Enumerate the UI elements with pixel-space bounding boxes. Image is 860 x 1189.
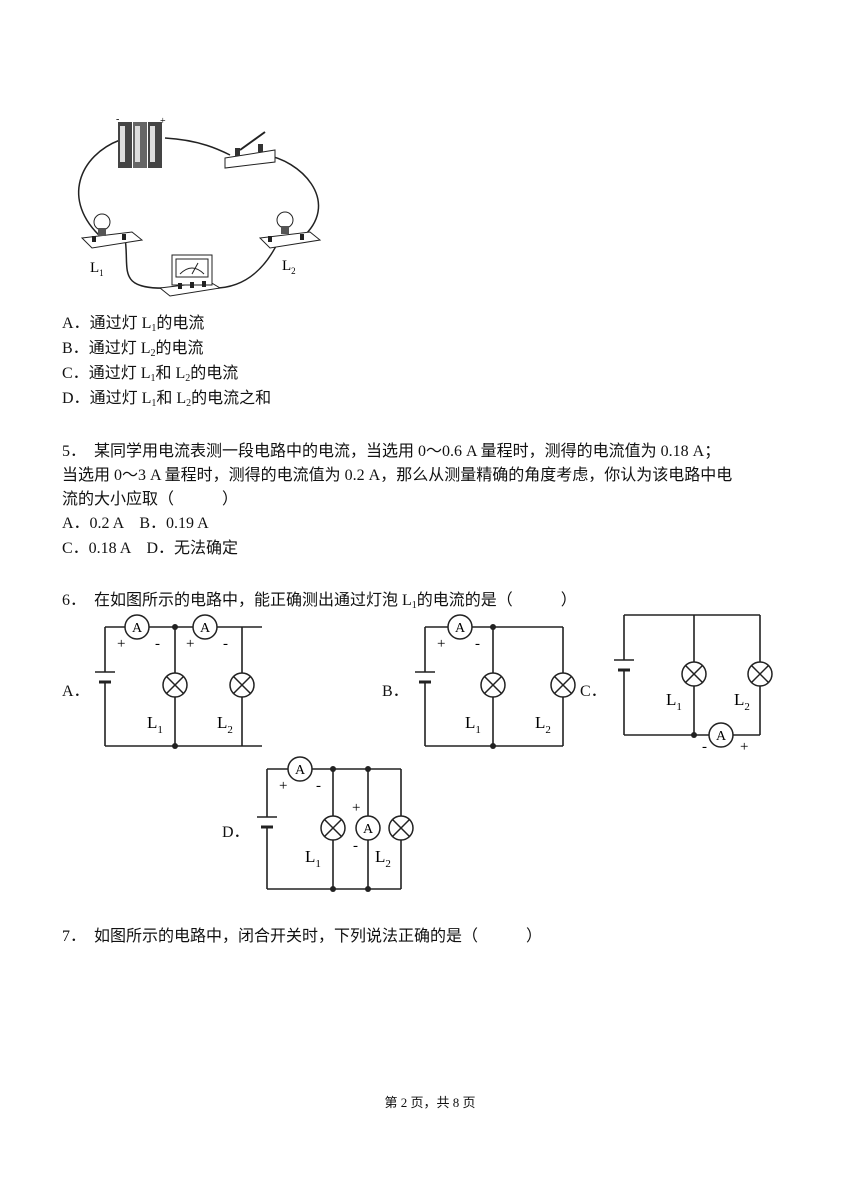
switch-icon: [224, 131, 276, 169]
svg-text:-: -: [316, 778, 321, 794]
lamp-l1-icon: [480, 672, 506, 698]
q6-circuit-d[interactable]: A + - A + - L1 L2: [255, 752, 420, 897]
battery-plus: +: [160, 116, 166, 127]
svg-text:-: -: [155, 636, 160, 652]
lamp-l1-icon: [162, 672, 188, 698]
ammeter-icon: [708, 722, 734, 748]
svg-text:+: +: [279, 778, 287, 794]
q5-stem-line-2: 当选用 0～3 A 量程时，测得的电流值为 0.2 A，那么从测量精确的角度考虑…: [62, 467, 733, 484]
battery-icon: [118, 122, 162, 168]
q6-circuit-a[interactable]: A A + - + - L1 L2: [95, 610, 275, 755]
lamp-l1-icon: [320, 815, 346, 841]
q4-circuit-photo: - + L1 L2: [77, 114, 322, 297]
svg-text:+: +: [186, 636, 194, 652]
ammeter-icon: [192, 614, 218, 640]
ammeter-icon: [447, 614, 473, 640]
svg-text:L1: L1: [465, 713, 481, 736]
lamp-l1-icon: [80, 213, 144, 249]
battery-minus: -: [116, 114, 119, 125]
q4-option-a[interactable]: A．通过灯 L1的电流: [62, 315, 205, 334]
photo-l2-label: L2: [282, 258, 296, 276]
q6-option-a-label[interactable]: A．: [62, 683, 90, 700]
lamp-l2-icon: [550, 672, 576, 698]
svg-text:+: +: [117, 636, 125, 652]
svg-text:A: A: [363, 822, 374, 837]
svg-text:L2: L2: [734, 690, 750, 713]
svg-text:L1: L1: [305, 847, 321, 870]
ammeter-icon: [158, 254, 222, 297]
svg-text:+: +: [437, 636, 445, 652]
lamp-l2-icon: [388, 815, 414, 841]
q6-circuit-b[interactable]: A + - L1 L2: [415, 610, 580, 755]
q5-options-row-2[interactable]: C．0.18 A D．无法确定: [62, 540, 239, 557]
lamp-l2-icon: [258, 211, 322, 249]
q5-stem-line-1: 5． 某同学用电流表测一段电路中的电流，当选用 0～0.6 A 量程时，测得的电…: [62, 443, 721, 460]
svg-text:L2: L2: [217, 713, 233, 736]
ammeter-icon: [287, 756, 313, 782]
svg-text:A: A: [455, 621, 466, 636]
page-footer: 第 2 页，共 8 页: [384, 1095, 476, 1110]
svg-text:A: A: [132, 621, 143, 636]
q4-option-b[interactable]: B．通过灯 L2的电流: [62, 340, 204, 359]
lamp-l2-icon: [229, 672, 255, 698]
q6-option-c-label[interactable]: C．: [580, 683, 607, 700]
svg-text:-: -: [223, 636, 228, 652]
svg-text:A: A: [295, 763, 306, 778]
svg-text:+: +: [352, 800, 360, 816]
q5-stem-line-3: 流的大小应取（ ）: [62, 491, 239, 508]
q6-circuit-c[interactable]: A - + L1 L2: [612, 605, 787, 755]
q5-options-row-1[interactable]: A．0.2 A B．0.19 A: [62, 515, 209, 532]
q6-option-d-label[interactable]: D．: [222, 824, 250, 841]
q4-option-c[interactable]: C．通过灯 L1和 L2的电流: [62, 365, 239, 384]
ammeter-icon: [124, 614, 150, 640]
q6-option-b-label[interactable]: B．: [382, 683, 409, 700]
q6-stem: 6． 在如图所示的电路中，能正确测出通过灯泡 L1的电流的是（ ）: [62, 592, 577, 611]
lamp-l1-icon: [681, 661, 707, 687]
svg-text:L1: L1: [666, 690, 682, 713]
svg-text:A: A: [200, 621, 211, 636]
svg-text:L2: L2: [535, 713, 551, 736]
svg-text:L2: L2: [375, 847, 391, 870]
photo-l1-label: L1: [90, 260, 104, 278]
lamp-l2-icon: [747, 661, 773, 687]
svg-text:L1: L1: [147, 713, 163, 736]
q4-option-d[interactable]: D．通过灯 L1和 L2的电流之和: [62, 390, 272, 409]
q7-stem: 7． 如图所示的电路中，闭合开关时，下列说法正确的是（ ）: [62, 928, 543, 945]
ammeter-icon: [355, 815, 381, 841]
svg-text:A: A: [716, 729, 727, 744]
svg-text:-: -: [702, 739, 707, 755]
svg-text:-: -: [475, 636, 480, 652]
svg-text:+: +: [740, 739, 748, 755]
svg-text:-: -: [353, 838, 358, 854]
